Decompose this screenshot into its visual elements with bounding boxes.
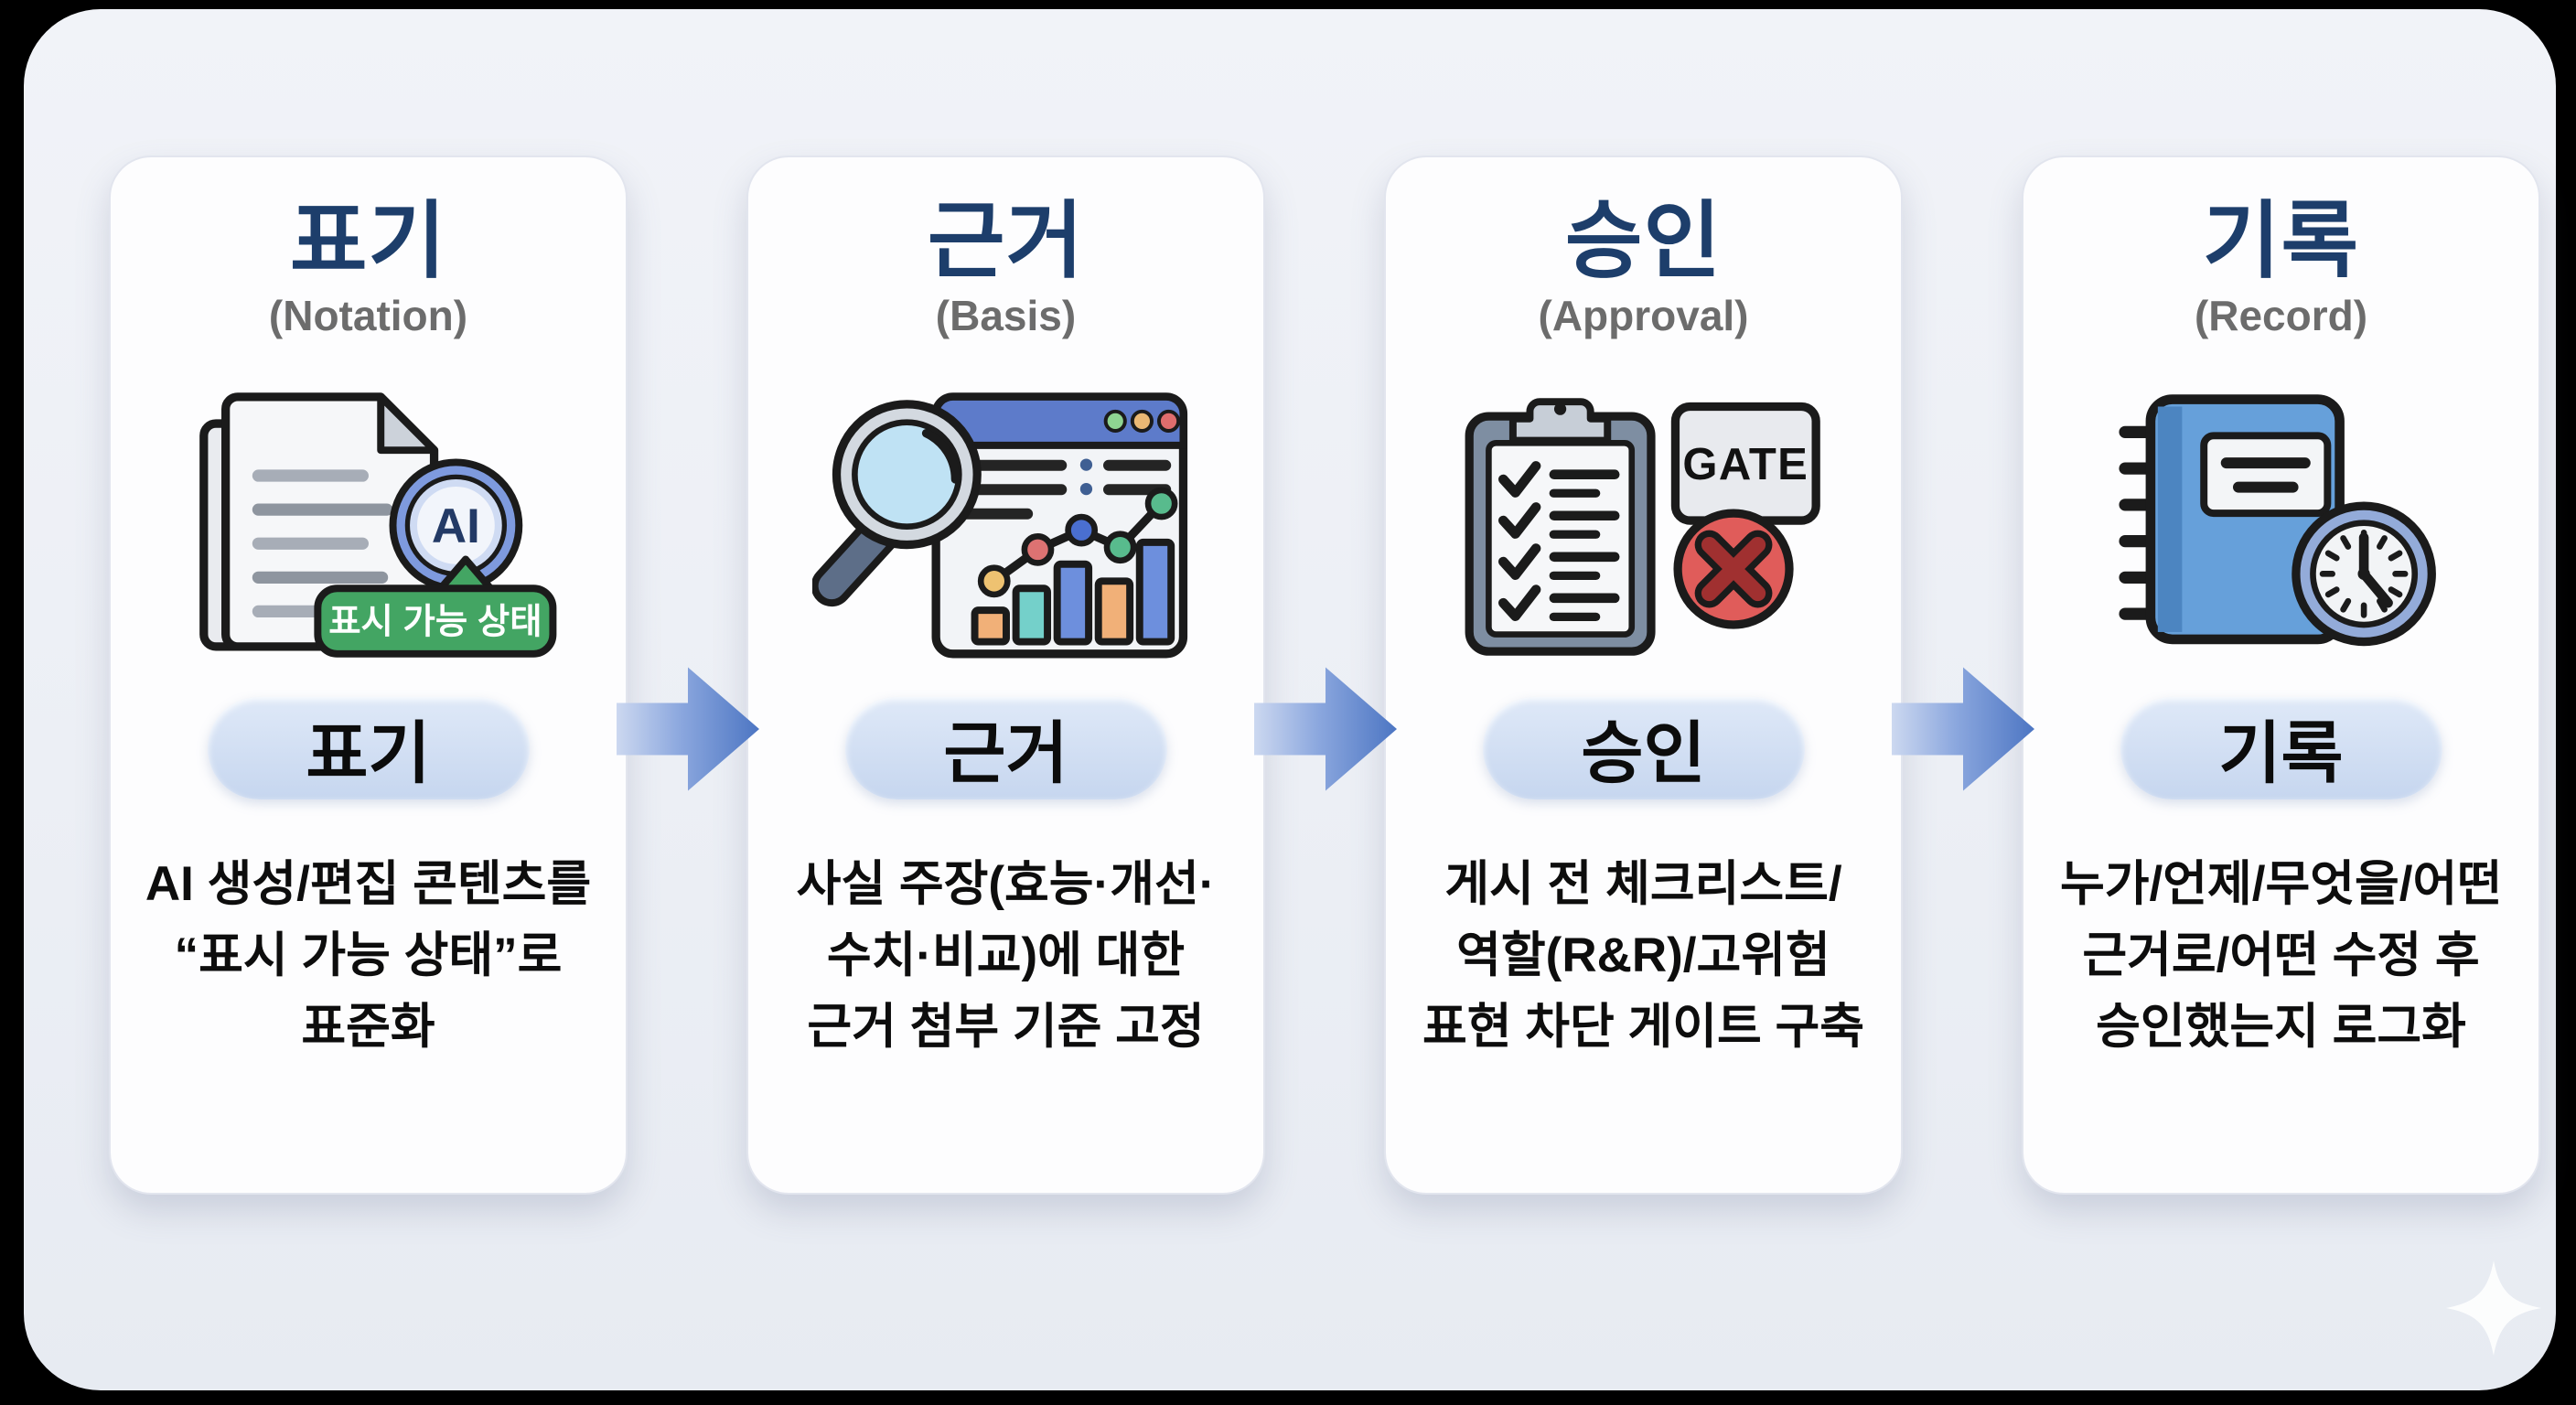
notebook-clock-icon-svg	[2118, 394, 2436, 646]
flow-arrow-icon	[617, 667, 759, 791]
desc-line: 승인했는지 로그화	[2096, 999, 2466, 1054]
sparkle-icon	[2446, 1260, 2541, 1356]
step-card-notation: 표기 (Notation) AI 표시 가능 상태 표기	[109, 156, 628, 1195]
step-subtitle: (Basis)	[935, 291, 1077, 339]
ai-badge-label: AI	[431, 499, 479, 553]
step-description: AI 생성/편집 콘텐츠를 “표시 가능 상태”로 표준화	[145, 849, 591, 1063]
desc-line: 수치·비교)에 대한	[826, 928, 1186, 982]
desc-line: 역할(R&R)/고위험	[1456, 928, 1830, 982]
desc-line: 표준화	[301, 999, 435, 1054]
clipboard-gate-icon-svg: GATE	[1465, 398, 1820, 656]
desc-line: 표현 차단 게이트 구축	[1422, 999, 1864, 1054]
step-pill: 표기	[207, 696, 530, 799]
step-pill-label: 승인	[1581, 715, 1706, 792]
step-pill: 기록	[2120, 696, 2442, 799]
step-description: 사실 주장(효능·개선· 수치·비교)에 대한 근거 첨부 기준 고정	[797, 849, 1216, 1063]
diagram-canvas: 표기 (Notation) AI 표시 가능 상태 표기	[24, 9, 2556, 1390]
display-ready-bubble-label: 표시 가능 상태	[328, 602, 542, 641]
step-pill: 근거	[844, 696, 1167, 799]
step-title: 표기	[289, 195, 447, 288]
magnifier-analytics-icon	[811, 381, 1200, 675]
step-title: 기록	[2202, 195, 2360, 288]
desc-line: 사실 주장(효능·개선·	[796, 856, 1216, 911]
step-pill-label: 표기	[306, 715, 431, 792]
desc-line: “표시 가능 상태”로	[174, 928, 563, 982]
step-card-basis: 근거 (Basis)	[746, 156, 1265, 1195]
ai-labeled-document-icon: AI 표시 가능 상태	[175, 381, 563, 675]
desc-line: 누가/언제/무엇을/어떤	[2059, 856, 2502, 911]
step-card-approval: 승인 (Approval) GATE	[1384, 156, 1903, 1195]
ai-labeled-document-icon-svg: AI 표시 가능 상태	[199, 392, 556, 658]
step-card-record: 기록 (Record)	[2022, 156, 2540, 1195]
step-subtitle: (Approval)	[1538, 291, 1749, 339]
flow-arrow-icon	[1892, 667, 2034, 791]
notebook-clock-icon	[2088, 381, 2475, 675]
step-subtitle: (Record)	[2194, 291, 2368, 339]
step-title: 승인	[1564, 195, 1723, 288]
step-pill: 승인	[1482, 696, 1805, 799]
step-subtitle: (Notation)	[268, 291, 468, 339]
flow-arrow-icon	[1254, 667, 1397, 791]
step-pill-label: 근거	[943, 715, 1068, 792]
gate-sign-label: GATE	[1682, 440, 1809, 489]
step-title: 근거	[927, 195, 1085, 288]
desc-line: 게시 전 체크리스트/	[1444, 856, 1842, 911]
clipboard-gate-icon: GATE	[1450, 381, 1838, 675]
step-description: 누가/언제/무엇을/어떤 근거로/어떤 수정 후 승인했는지 로그화	[2060, 849, 2502, 1063]
desc-line: 근거 첨부 기준 고정	[807, 999, 1205, 1054]
desc-line: 근거로/어떤 수정 후	[2082, 928, 2480, 982]
desc-line: AI 생성/편집 콘텐츠를	[145, 856, 592, 911]
magnifier-analytics-icon-svg	[811, 392, 1187, 659]
step-pill-label: 기록	[2218, 715, 2344, 792]
step-description: 게시 전 체크리스트/ 역할(R&R)/고위험 표현 차단 게이트 구축	[1422, 849, 1864, 1063]
